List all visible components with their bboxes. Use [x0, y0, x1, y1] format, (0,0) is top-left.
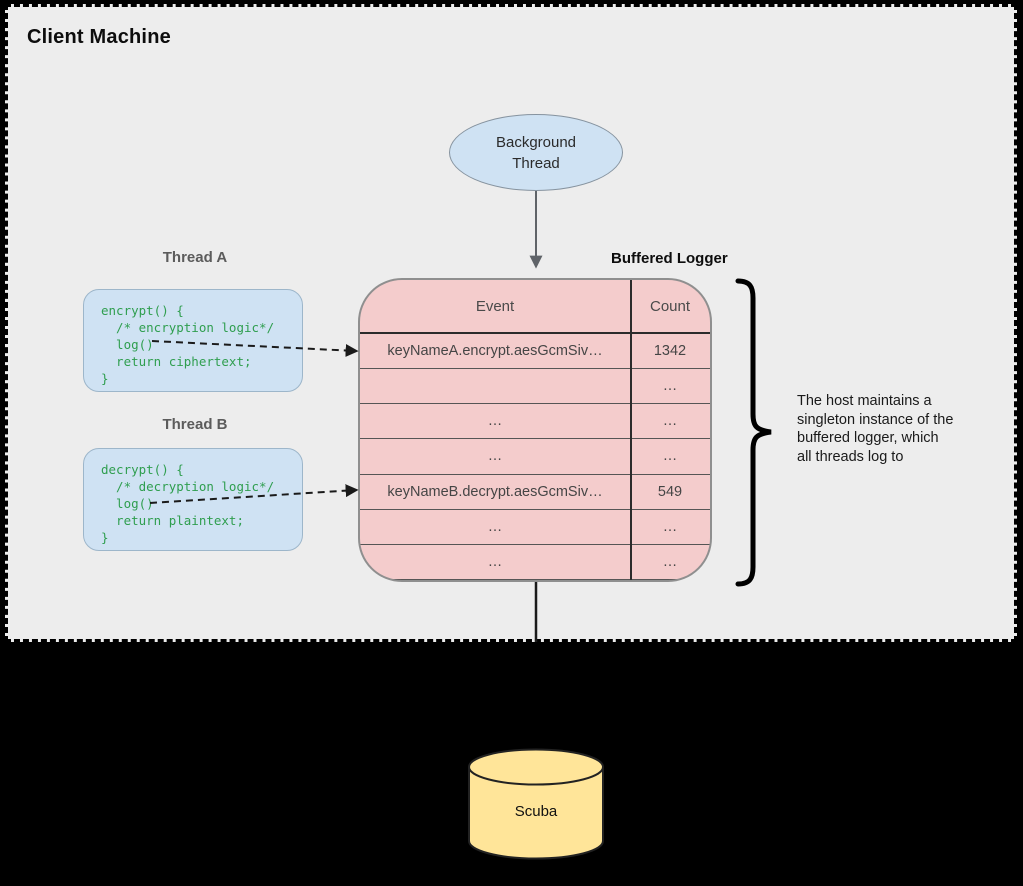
event-cell: … — [487, 448, 503, 465]
background-thread-label: Background Thread — [495, 133, 577, 172]
count-cell: 549 — [657, 483, 683, 500]
event-cell — [360, 369, 630, 403]
count-column-header: Count — [649, 297, 691, 315]
count-cell: … — [662, 413, 678, 430]
event-cell: … — [487, 553, 503, 570]
client-machine-title: Client Machine — [27, 26, 171, 48]
event-cell: keyNameA.encrypt.aesGcmSiv… — [387, 343, 603, 360]
table-row: … … — [360, 510, 710, 545]
thread-a-code-box: encrypt() { /* encryption logic*/ log() … — [83, 289, 303, 392]
scuba-label: Scuba — [514, 803, 558, 820]
count-cell: … — [662, 378, 678, 395]
table-row: … … — [360, 545, 710, 580]
table-row: … … — [360, 404, 710, 440]
thread-a-title: Thread A — [162, 249, 228, 266]
event-column-header: Event — [475, 297, 515, 315]
table-row: keyNameB.decrypt.aesGcmSiv… 549 — [360, 475, 710, 510]
event-cell: keyNameB.decrypt.aesGcmSiv… — [387, 483, 603, 500]
singleton-annotation: The host maintains a singleton instance … — [797, 393, 954, 465]
count-cell: 1342 — [653, 343, 687, 360]
table-header: Event Count — [360, 280, 710, 334]
table-row: … — [360, 369, 710, 405]
event-cell: … — [487, 413, 503, 430]
count-cell: … — [662, 448, 678, 465]
table-row: keyNameA.encrypt.aesGcmSiv… 1342 — [360, 334, 710, 370]
thread-a-code: encrypt() { /* encryption logic*/ log() … — [101, 303, 275, 386]
thread-b-title: Thread B — [162, 416, 228, 433]
table-row: … … — [360, 439, 710, 475]
column-divider — [630, 280, 632, 580]
count-cell: … — [662, 553, 678, 570]
thread-b-code-box: decrypt() { /* decryption logic*/ log() … — [83, 448, 303, 551]
scuba-cylinder — [468, 748, 604, 860]
count-cell: … — [662, 518, 678, 535]
background-thread-ellipse: Background Thread — [449, 114, 623, 191]
thread-b-code: decrypt() { /* decryption logic*/ log() … — [101, 462, 275, 545]
buffered-logger-title: Buffered Logger — [611, 250, 728, 267]
event-cell: … — [487, 518, 503, 535]
logger-table: Event Count keyNameA.encrypt.aesGcmSiv… … — [358, 278, 712, 582]
